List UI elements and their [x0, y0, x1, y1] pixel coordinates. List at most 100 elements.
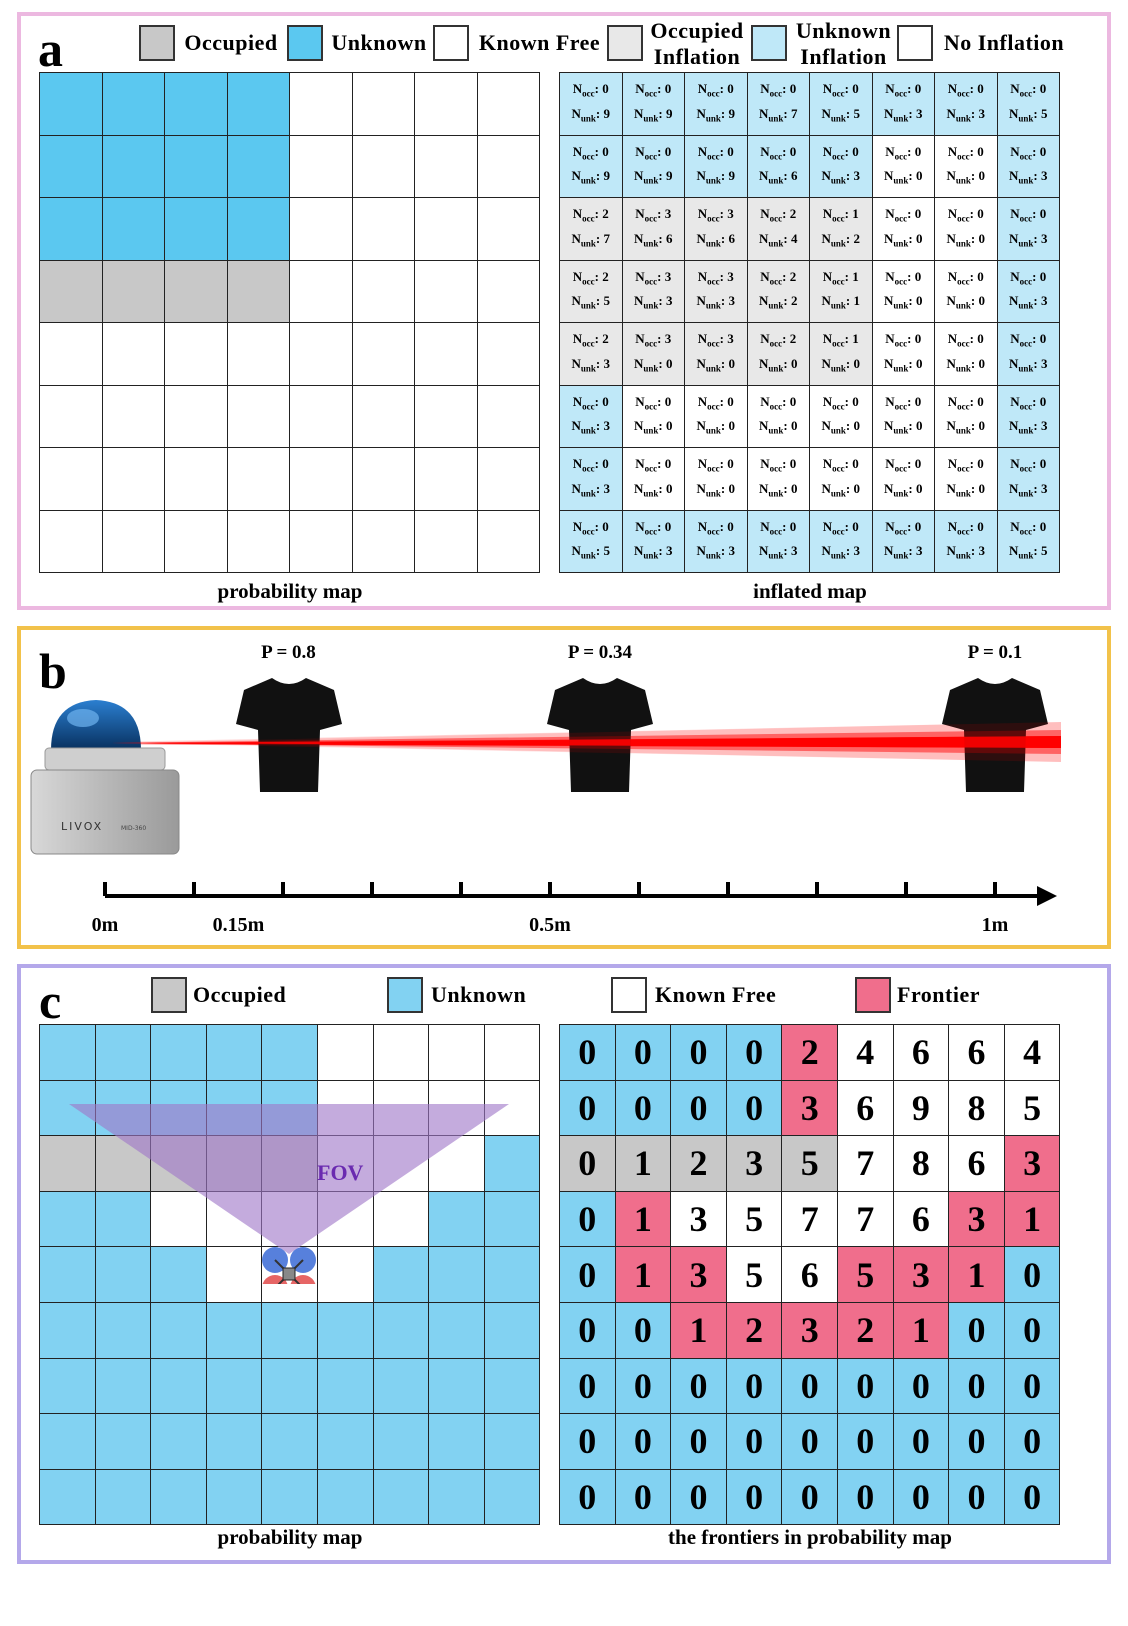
frontier-cell: 6 — [948, 1135, 1005, 1192]
prob-cell — [150, 1024, 207, 1081]
prob-cell — [39, 1302, 96, 1359]
prob-cell — [428, 1246, 485, 1303]
n-unk-value: Nunk: 3 — [571, 418, 610, 436]
prob-cell — [101, 134, 165, 198]
n-unk-value: Nunk: 3 — [883, 105, 923, 124]
prob-cell — [289, 72, 353, 136]
prob-cell — [101, 447, 165, 511]
legend-label-no_inflation: No Inflation — [943, 30, 1065, 55]
n-occ-value: Nocc: 0 — [1010, 456, 1047, 474]
frontier-cell: 5 — [781, 1135, 838, 1192]
frontier-cell: 6 — [781, 1246, 838, 1303]
inflated-cell: Nocc: 3 Nunk: 3 — [621, 259, 685, 323]
frontier-cell: 0 — [614, 1024, 672, 1081]
frontier-cell: 4 — [837, 1024, 894, 1081]
prob-cell — [289, 134, 353, 198]
n-unk-value: Nunk: 5 — [571, 543, 610, 561]
prob-cell — [39, 509, 103, 573]
n-unk-value: Nunk: 0 — [883, 230, 923, 249]
prob-cell — [372, 1357, 430, 1415]
n-unk-value: Nunk: 2 — [821, 230, 860, 249]
prob-cell — [317, 1413, 374, 1470]
prob-cell — [101, 322, 165, 386]
n-occ-value: Nocc: 1 — [822, 331, 859, 349]
n-unk-value: Nunk: 3 — [1008, 480, 1048, 499]
frontier-cell: 0 — [781, 1468, 838, 1526]
prob-cell — [39, 1135, 96, 1192]
legend-swatch-unknown_inflation — [751, 25, 787, 61]
n-occ-value: Nocc: 2 — [760, 331, 797, 349]
n-occ-value: Nocc: 0 — [822, 518, 859, 537]
fov-label: FOV — [317, 1160, 364, 1185]
frontier-cell: 6 — [892, 1024, 950, 1081]
prob-cell — [205, 1302, 263, 1359]
inflated-cell: Nocc: 0 Nunk: 5 — [559, 509, 623, 573]
prob-cell — [39, 1468, 96, 1526]
prob-cell — [226, 259, 290, 323]
sensor-model-text: MID-360 — [121, 825, 146, 832]
legend-swatch-occupied — [151, 977, 187, 1013]
n-unk-value: Nunk: 0 — [821, 480, 860, 499]
frontier-cell: 3 — [948, 1190, 1005, 1248]
frontier-cell: 3 — [781, 1079, 838, 1137]
frontier-cell: 7 — [837, 1190, 894, 1248]
n-occ-value: Nocc: 0 — [697, 456, 734, 474]
prob-cell — [289, 384, 353, 448]
prob-cell — [39, 72, 103, 136]
prob-cell — [483, 1468, 541, 1526]
frontier-cell: 0 — [670, 1357, 727, 1415]
n-unk-value: Nunk: 0 — [758, 418, 798, 436]
n-occ-value: Nocc: 2 — [572, 331, 609, 349]
n-unk-value: Nunk: 6 — [758, 168, 798, 186]
frontier-cell: 0 — [725, 1468, 783, 1526]
n-occ-value: Nocc: 3 — [635, 268, 672, 287]
tshirt-icon — [942, 678, 1048, 792]
frontier-cell: 2 — [670, 1135, 727, 1192]
frontier-cell: 8 — [948, 1079, 1005, 1137]
inflated-cell: Nocc: 0 Nunk: 3 — [871, 72, 935, 136]
n-occ-value: Nocc: 3 — [697, 206, 734, 224]
n-occ-value: Nocc: 0 — [572, 518, 609, 537]
n-occ-value: Nocc: 0 — [635, 81, 672, 99]
prob-cell — [226, 72, 290, 136]
frontier-cell: 5 — [725, 1190, 783, 1248]
legend-label-unknown: Unknown — [331, 30, 427, 55]
panel-c-frontier-caption: the frontiers in probability map — [668, 1525, 952, 1549]
n-occ-value: Nocc: 0 — [885, 81, 922, 99]
prob-cell — [94, 1302, 152, 1359]
frontier-cell: 0 — [892, 1413, 950, 1470]
prob-cell — [414, 134, 478, 198]
n-occ-value: Nocc: 0 — [947, 331, 984, 349]
frontier-cell: 0 — [892, 1468, 950, 1526]
frontier-cell: 9 — [892, 1079, 950, 1137]
prob-cell — [483, 1135, 541, 1192]
frontier-cell: 8 — [892, 1135, 950, 1192]
n-occ-value: Nocc: 0 — [885, 331, 922, 349]
n-unk-value: Nunk: 3 — [633, 293, 673, 311]
panel-c-prob-caption: probability map — [217, 1525, 363, 1549]
legend-label-occupied: Occupied — [193, 982, 287, 1007]
prob-cell — [150, 1468, 207, 1526]
tshirt-icon — [547, 678, 653, 792]
prob-cell — [205, 1413, 263, 1470]
sensor-brand-text: LIVOX — [61, 820, 103, 833]
fov-overlay: FOV — [69, 1104, 509, 1284]
frontier-cell: 0 — [559, 1190, 616, 1248]
n-occ-value: Nocc: 0 — [572, 456, 609, 474]
prob-cell — [372, 1468, 430, 1526]
